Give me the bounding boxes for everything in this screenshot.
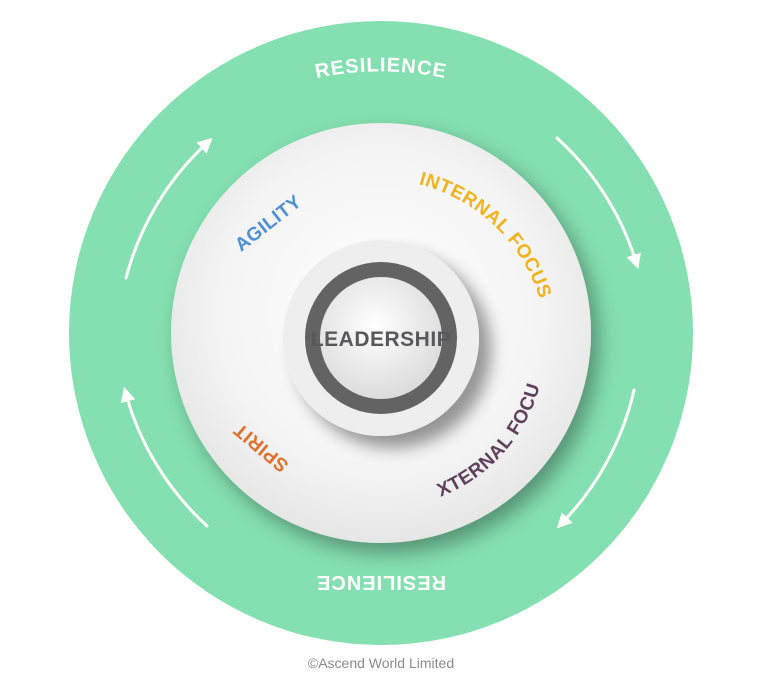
arrow-top-left xyxy=(124,137,213,280)
ring-label-bottom-text: RESILIENCE xyxy=(316,571,446,593)
arrow-bottom-right xyxy=(556,388,636,529)
copyright-notice: ©Ascend World Limited xyxy=(307,655,455,671)
arrow-top-right xyxy=(555,136,641,270)
arrow-bottom-left xyxy=(120,386,209,528)
hub-center xyxy=(320,277,442,399)
cycle-arrows xyxy=(120,136,641,529)
center-label-leadership: LEADERSHIP xyxy=(311,328,451,351)
